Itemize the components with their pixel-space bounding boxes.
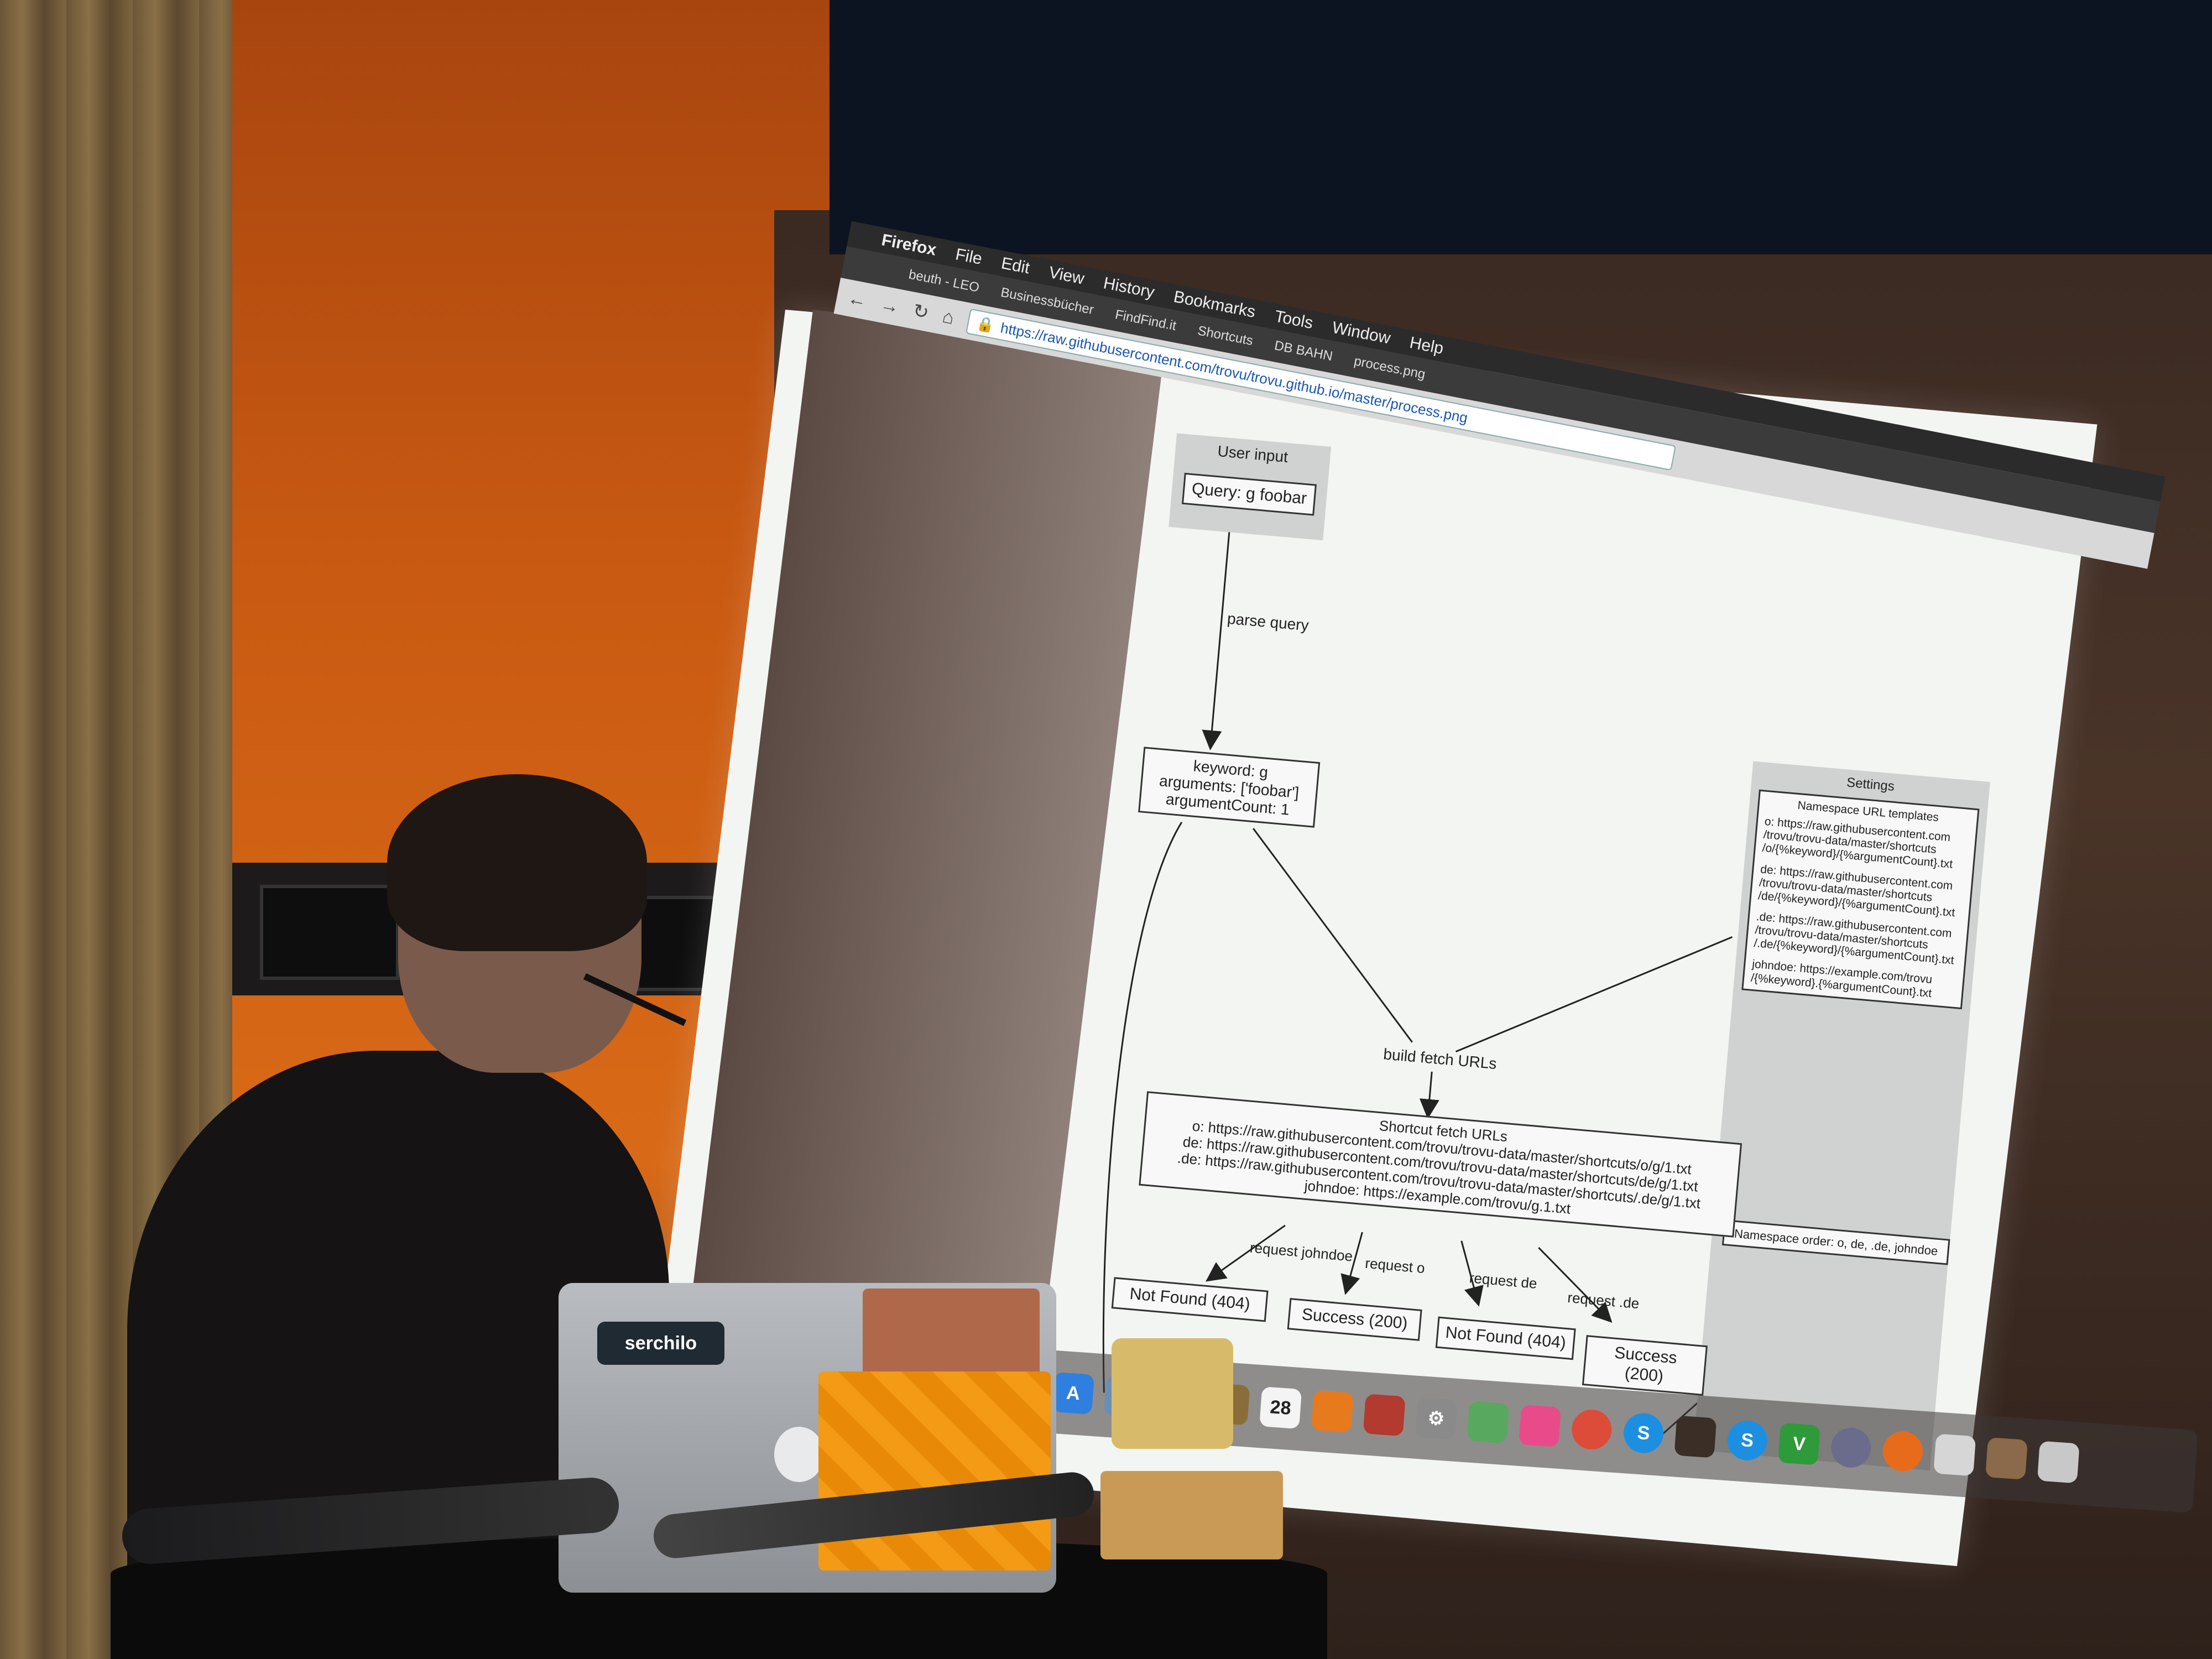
- presenter-hair: [387, 774, 647, 951]
- folder-icon[interactable]: [1985, 1437, 2028, 1480]
- tab-leo[interactable]: beuth - LEO: [907, 267, 981, 295]
- home-icon[interactable]: ⌂: [941, 305, 956, 328]
- wooden-camera-object: [1112, 1338, 1233, 1449]
- apple-logo-icon: [774, 1427, 824, 1482]
- photos-icon[interactable]: [1519, 1405, 1561, 1447]
- skype-icon[interactable]: S: [1622, 1412, 1665, 1454]
- edge-request-dotde: [1538, 1246, 1613, 1323]
- menu-help[interactable]: Help: [1408, 333, 1446, 358]
- back-icon[interactable]: ←: [846, 287, 869, 311]
- small-speakers: [863, 1288, 1040, 1377]
- menu-view[interactable]: View: [1047, 263, 1086, 288]
- result-dotde-node: Success (200): [1582, 1335, 1708, 1396]
- trash-icon[interactable]: [2037, 1441, 2080, 1484]
- process-diagram: User input Query: g foobar parse query k…: [1069, 420, 2070, 1492]
- tab-db-bahn[interactable]: DB BAHN: [1273, 338, 1334, 364]
- skype-icon-2[interactable]: S: [1726, 1419, 1769, 1462]
- namespace-templates-node: Namespace URL templates o: https://raw.g…: [1741, 789, 1980, 1009]
- speaker-grille: [260, 885, 399, 980]
- vim-icon[interactable]: V: [1777, 1422, 1820, 1465]
- menu-file[interactable]: File: [953, 245, 984, 268]
- tab-process-png[interactable]: process.png: [1353, 353, 1427, 382]
- edge-build-to-fetch: [1419, 1071, 1439, 1119]
- script-icon[interactable]: [1933, 1433, 1976, 1477]
- wooden-block: [1100, 1471, 1283, 1559]
- settings-icon[interactable]: ⚙: [1415, 1397, 1458, 1440]
- template-de: de: https://raw.githubusercontent.com /t…: [1757, 862, 1956, 920]
- maps-icon[interactable]: [1467, 1401, 1510, 1444]
- app-store-icon[interactable]: A: [1052, 1371, 1095, 1415]
- books-icon[interactable]: [1311, 1390, 1354, 1433]
- edge-request-de: [1460, 1240, 1484, 1307]
- tab-findfind[interactable]: FindFind.it: [1114, 307, 1178, 334]
- lock-icon: 🔒: [975, 314, 996, 334]
- calendar-icon[interactable]: 28: [1259, 1386, 1302, 1430]
- photo-booth-icon[interactable]: [1363, 1394, 1406, 1437]
- edge-request-johndoe: [1206, 1224, 1286, 1282]
- edge-build-from-parsed: [1253, 828, 1413, 1043]
- edge-build-from-settings: [1455, 936, 1733, 1053]
- terminal-icon[interactable]: [1674, 1415, 1717, 1458]
- edge-parse-query: [1202, 526, 1231, 750]
- chrome-icon[interactable]: [1570, 1408, 1613, 1451]
- menu-tools[interactable]: Tools: [1273, 307, 1315, 333]
- 3d-printed-scissor-lift: [818, 1371, 1051, 1571]
- laptop-sticker: serchilo: [597, 1322, 724, 1365]
- menu-edit[interactable]: Edit: [999, 254, 1031, 278]
- edge-request-o: [1340, 1232, 1363, 1295]
- tab-shortcuts[interactable]: Shortcuts: [1196, 323, 1255, 349]
- dictionary-icon[interactable]: [1829, 1426, 1872, 1469]
- reload-icon[interactable]: ↻: [911, 300, 931, 324]
- forward-icon[interactable]: →: [878, 293, 901, 318]
- edge-parsed-down: [1102, 822, 1183, 1393]
- template-dotde: .de: https://raw.githubusercontent.com /…: [1753, 910, 1955, 967]
- firefox-icon[interactable]: [1881, 1430, 1924, 1473]
- stage-ceiling: [830, 0, 2212, 254]
